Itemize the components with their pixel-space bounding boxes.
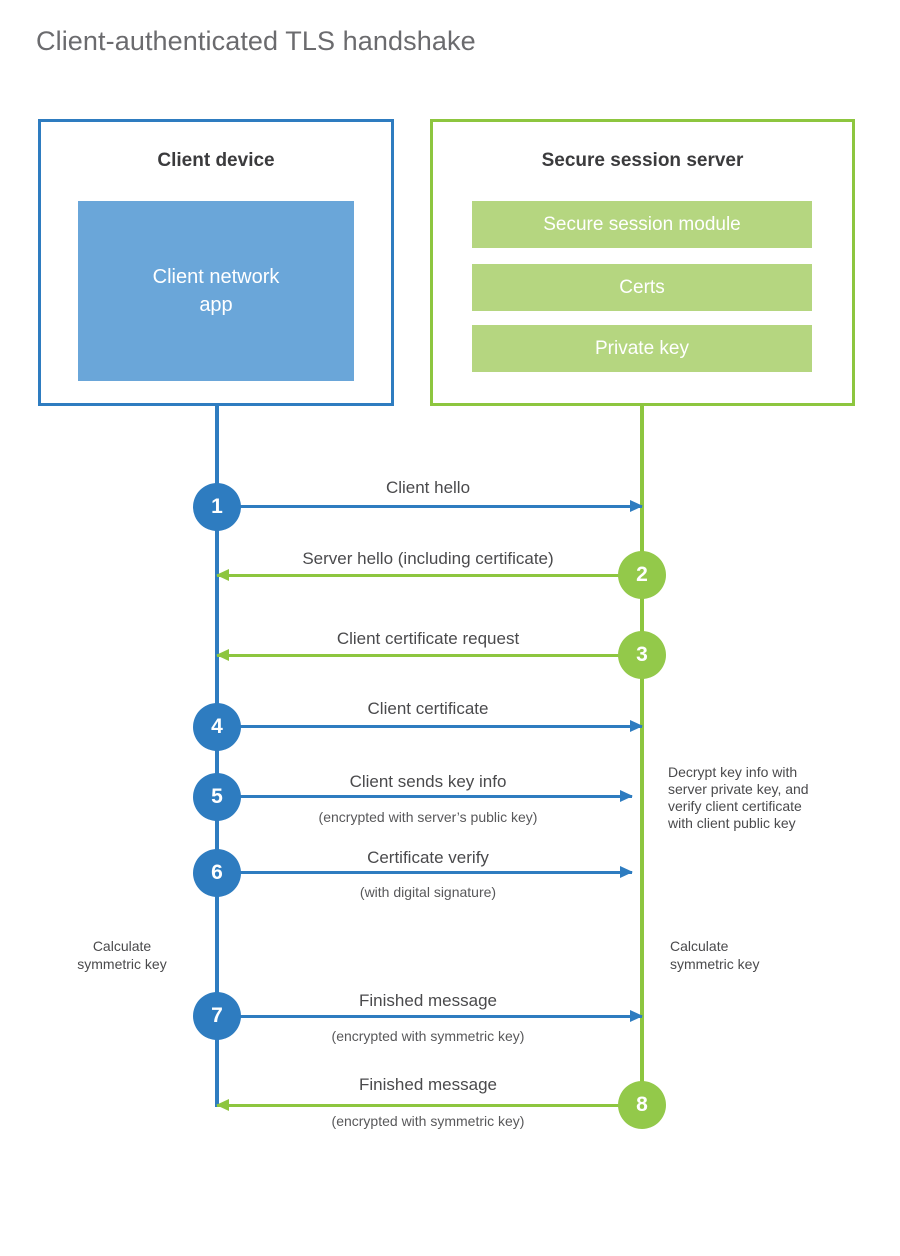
arrow-head-icon — [620, 866, 633, 878]
client-network-app-block: Client network app — [78, 201, 354, 381]
step-number: 1 — [211, 495, 223, 518]
step-badge-7[interactable]: 7 — [193, 992, 241, 1040]
step-4-arrow — [217, 720, 643, 732]
arrow-head-icon — [620, 790, 633, 802]
step-badge-3[interactable]: 3 — [618, 631, 666, 679]
server-component-label: Private key — [595, 337, 689, 359]
server-calculate-symmetric-key-note: Calculate symmetric key — [670, 938, 760, 972]
arrow-head-icon — [216, 649, 229, 661]
step-number: 3 — [636, 643, 648, 666]
arrow-head-icon — [630, 1010, 643, 1022]
step-2-label: Server hello (including certificate) — [302, 549, 554, 568]
server-component-label: Secure session module — [543, 213, 741, 235]
server-component-label: Certs — [619, 276, 665, 298]
step-5-label: Client sends key info — [349, 772, 507, 791]
step-6-label: Certificate verify — [367, 848, 489, 867]
server-component-certs: Certs — [472, 264, 812, 311]
client-calculate-symmetric-key-note: Calculate symmetric key — [77, 938, 167, 972]
server-lifeline — [640, 404, 644, 1106]
step-badge-4[interactable]: 4 — [193, 703, 241, 751]
step-number: 6 — [211, 861, 223, 884]
step-7-sublabel: (encrypted with symmetric key) — [331, 1028, 525, 1044]
step-badge-1[interactable]: 1 — [193, 483, 241, 531]
step-1-label: Client hello — [385, 478, 471, 497]
step-3-arrow — [216, 649, 642, 661]
step-4-label: Client certificate — [367, 699, 489, 718]
step-7-arrow — [217, 1010, 643, 1022]
client-device-title: Client device — [157, 150, 275, 171]
step-3-label: Client certificate request — [336, 629, 520, 648]
step-6-arrow — [217, 866, 633, 878]
client-lifeline — [215, 404, 219, 1107]
step-number: 4 — [211, 715, 223, 738]
step-2-arrow — [216, 569, 642, 581]
server-decrypt-note: Decrypt key info with server private key… — [668, 764, 809, 831]
arrow-head-icon — [216, 569, 229, 581]
server-component-secure-session-module: Secure session module — [472, 201, 812, 248]
step-badge-8[interactable]: 8 — [618, 1081, 666, 1129]
client-device-box: Client device Client network app — [38, 119, 394, 406]
step-number: 5 — [211, 785, 223, 808]
step-number: 7 — [211, 1004, 223, 1027]
client-network-app-label: Client network app — [152, 266, 280, 316]
step-7-label: Finished message — [359, 991, 497, 1010]
step-1-arrow — [217, 500, 643, 512]
step-5-sublabel: (encrypted with server’s public key) — [318, 809, 538, 825]
secure-session-server-box: Secure session server Secure session mod… — [430, 119, 855, 406]
step-8-arrow — [216, 1099, 642, 1111]
arrow-head-icon — [630, 500, 643, 512]
page-title: Client-authenticated TLS handshake — [36, 26, 476, 56]
step-badge-6[interactable]: 6 — [193, 849, 241, 897]
arrow-head-icon — [630, 720, 643, 732]
step-8-label: Finished message — [359, 1075, 497, 1094]
step-number: 2 — [636, 563, 648, 586]
step-badge-5[interactable]: 5 — [193, 773, 241, 821]
step-badge-2[interactable]: 2 — [618, 551, 666, 599]
arrow-head-icon — [216, 1099, 229, 1111]
step-number: 8 — [636, 1093, 648, 1116]
step-8-sublabel: (encrypted with symmetric key) — [331, 1113, 525, 1129]
server-component-private-key: Private key — [472, 325, 812, 372]
step-5-arrow — [217, 790, 633, 802]
step-6-sublabel: (with digital signature) — [359, 884, 497, 900]
secure-session-server-title: Secure session server — [541, 150, 744, 171]
